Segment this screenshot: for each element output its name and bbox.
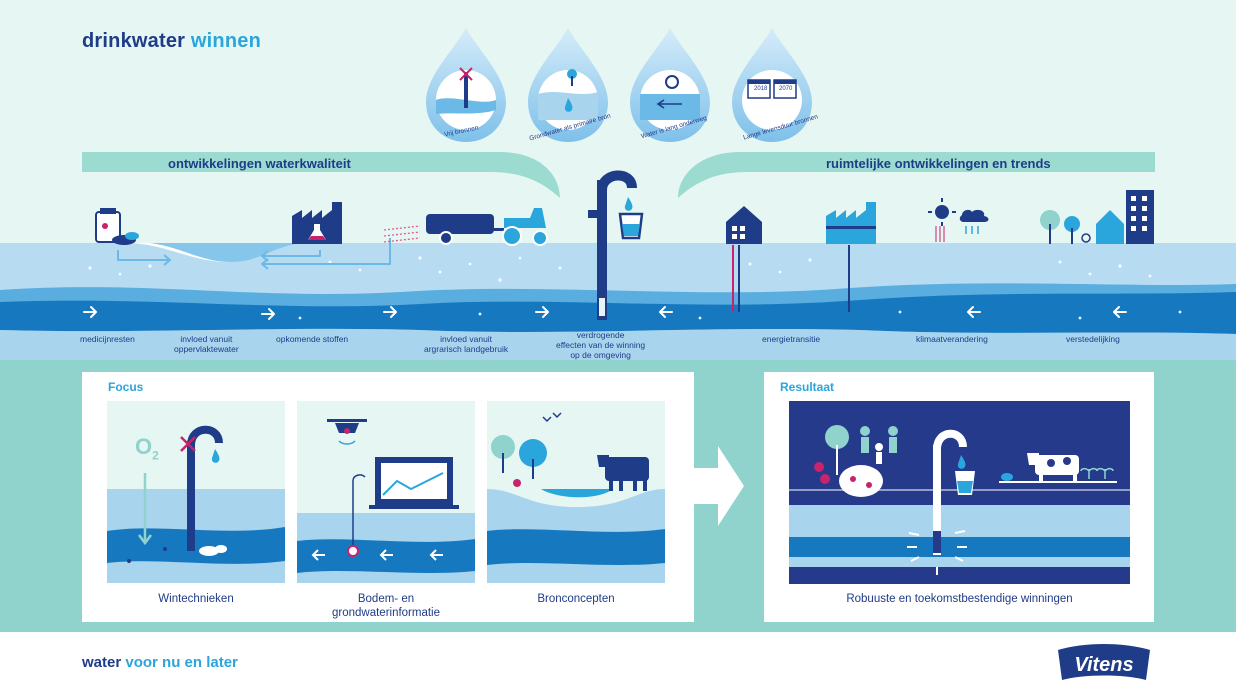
band-label-left: ontwikkelingen waterkwaliteit bbox=[168, 156, 351, 171]
tractor-spray-icon bbox=[383, 208, 548, 246]
water-label-energietransitie: energietransitie bbox=[762, 334, 821, 344]
band-label-right: ruimtelijke ontwikkelingen en trends bbox=[826, 156, 1051, 171]
factory-flask-icon bbox=[292, 202, 342, 244]
card-caption-1: Wintechnieken bbox=[158, 593, 234, 605]
water-label-landgebruik: invloed vanuit argrarisch landgebruik bbox=[424, 334, 509, 354]
drop-calendar-icon bbox=[732, 28, 812, 142]
water-label-verdrogende-effecten: verdrogende effecten van de winning op d… bbox=[556, 330, 646, 360]
result-illustration bbox=[789, 401, 1130, 584]
card-bronconcepten bbox=[487, 401, 665, 583]
result-caption: Robuuste en toekomstbestendige winningen bbox=[846, 593, 1073, 605]
o2-letter: O bbox=[135, 434, 153, 459]
o2-label: O2 bbox=[135, 434, 159, 463]
vitens-logo: Vitens bbox=[1058, 644, 1150, 680]
city-icon bbox=[1040, 190, 1154, 244]
weather-icon bbox=[928, 198, 989, 242]
calendar-year-1: 2018 bbox=[754, 86, 768, 92]
water-label-klimaatverandering: klimaatverandering bbox=[916, 334, 988, 344]
drop-groundwater-icon bbox=[528, 28, 608, 142]
drop-snail-icon bbox=[630, 28, 710, 142]
cow-icon bbox=[597, 455, 649, 491]
card-caption-2: Bodem- en grondwaterinformatie bbox=[331, 593, 441, 619]
focus-cards bbox=[107, 401, 665, 583]
title-part2: winnen bbox=[190, 30, 262, 52]
drop-icons bbox=[426, 28, 812, 142]
footer-part2: voor nu en later bbox=[125, 654, 238, 671]
nature-people-icon bbox=[814, 425, 898, 497]
water-label-verstedelijking: verstedelijking bbox=[1066, 334, 1120, 344]
focus-title: Focus bbox=[108, 380, 144, 394]
factory-icon bbox=[826, 202, 876, 244]
trees-icon bbox=[491, 435, 547, 479]
footer-slogan: water voor nu en later bbox=[82, 654, 238, 671]
tap-icon bbox=[933, 429, 975, 555]
drone-icon bbox=[327, 419, 367, 445]
logo-text: Vitens bbox=[1074, 654, 1133, 676]
title-part1: drinkwater bbox=[82, 30, 186, 52]
big-arrow-icon bbox=[694, 446, 744, 526]
farm-cow-icon bbox=[999, 453, 1117, 483]
water-label-oppervlaktewater: invloed vanuit oppervlaktewater bbox=[174, 334, 239, 354]
drop-well-crossed-icon bbox=[426, 28, 506, 142]
calendar-year-2: 2070 bbox=[779, 86, 793, 92]
card-caption-3: Bronconcepten bbox=[537, 593, 615, 605]
medicine-icon bbox=[95, 208, 139, 245]
house-icon bbox=[726, 206, 762, 244]
result-title: Resultaat bbox=[780, 380, 835, 394]
card-bodeminformatie bbox=[297, 401, 475, 583]
card-wintechnieken bbox=[107, 401, 285, 583]
glow-lines bbox=[907, 519, 967, 575]
surface-icons bbox=[95, 190, 1154, 246]
laptop-icon bbox=[369, 457, 459, 509]
water-label-medicijnresten: medicijnresten bbox=[80, 334, 135, 344]
page-title: drinkwater winnen bbox=[82, 30, 261, 53]
water-label-opkomende-stoffen: opkomende stoffen bbox=[276, 334, 349, 344]
footer-part1: water bbox=[82, 654, 122, 671]
